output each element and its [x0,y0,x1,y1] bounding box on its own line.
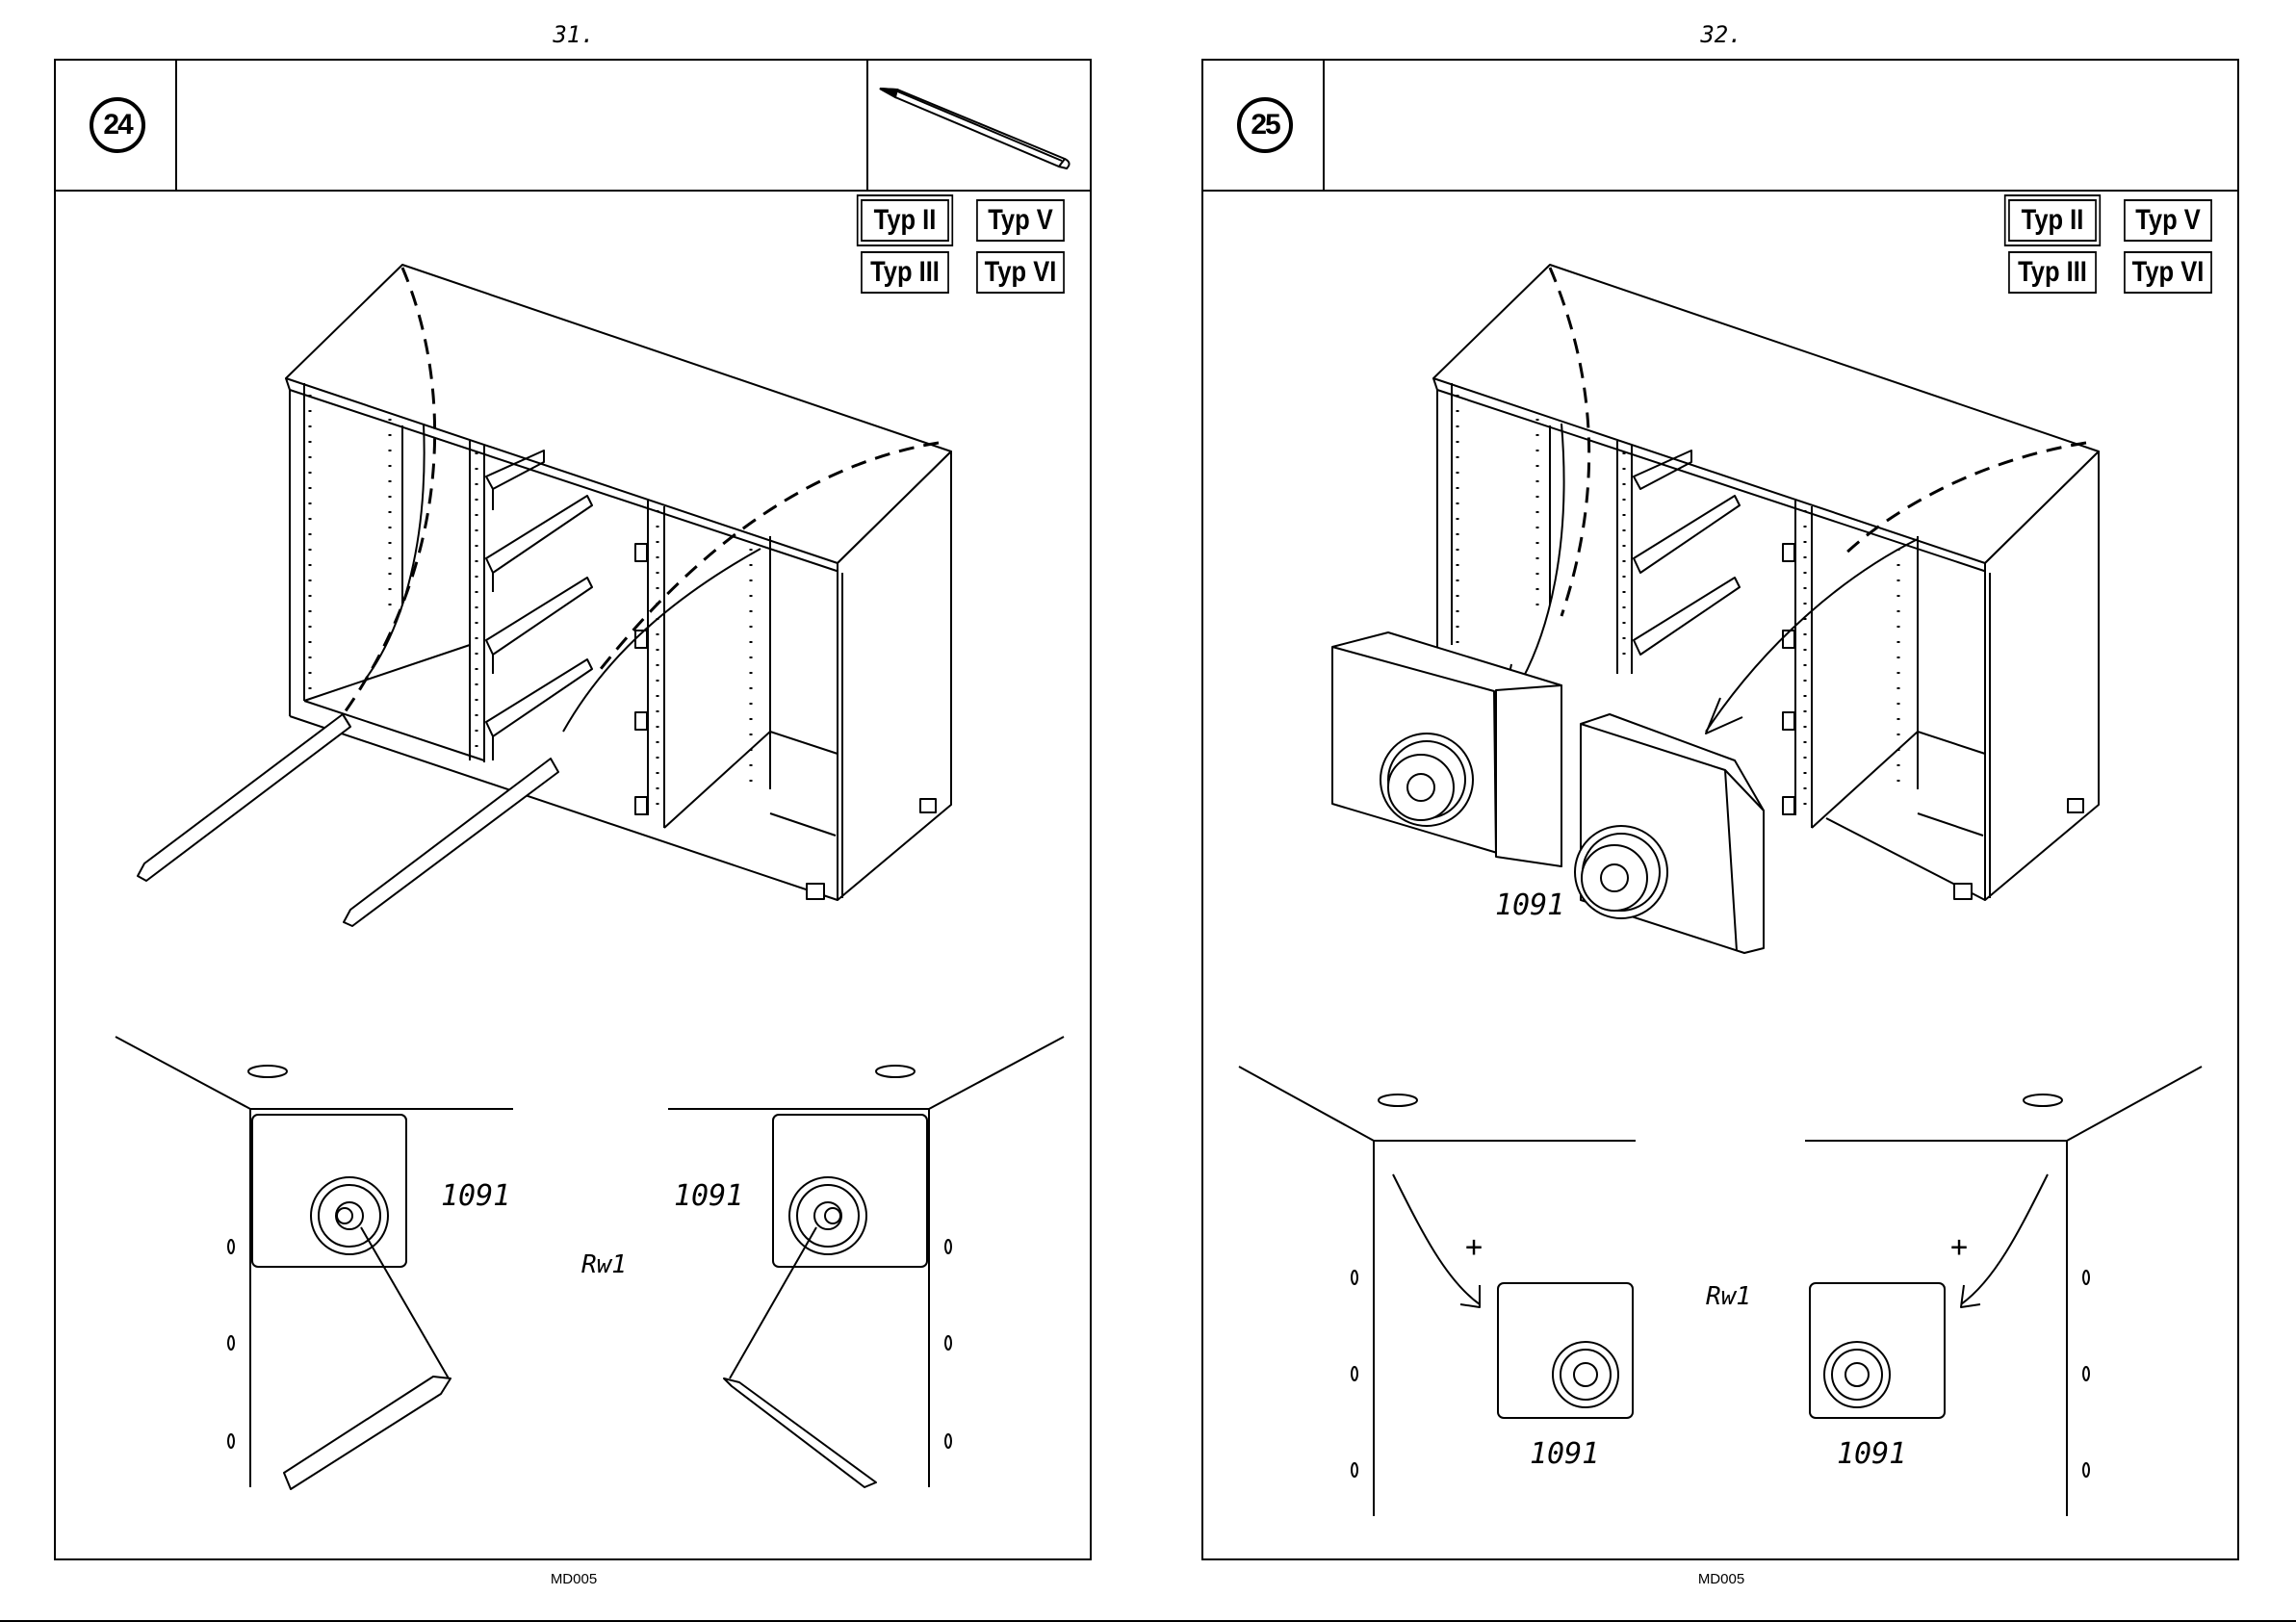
door-panel-left [1332,632,1561,866]
assembly-illustration-24: 1091 1091 Rw1 [0,0,1148,1622]
plus-sign: + [1950,1230,1968,1264]
footer-code: MD005 [1148,1571,2295,1587]
cabinet-drawing [286,265,951,900]
part-label: 1091 [1495,888,1564,922]
assembly-illustration-25: 1091 1091 1091 Rw1 + + [1148,0,2295,1622]
part-label: 1091 [674,1179,743,1213]
part-label: 1091 [1530,1437,1599,1471]
instruction-page-31: 31. 24 Typ II Typ V Typ III Ty [0,0,1148,1622]
detail-view-left [116,1037,513,1487]
rail-label: Rw1 [581,1250,627,1279]
instruction-page-32: 32. 25 Typ II Typ V Typ III Typ VI [1148,0,2295,1622]
door-panel-right [1575,714,1764,953]
pencil-drawing [138,714,558,926]
pencil-drawing [284,1377,876,1489]
detail-view-right [668,1037,1064,1487]
footer-code: MD005 [0,1571,1148,1587]
plus-sign: + [1465,1230,1483,1264]
rail-label: Rw1 [1706,1282,1751,1311]
drawer-rails [486,451,647,814]
part-label: 1091 [1837,1437,1906,1471]
part-label: 1091 [441,1179,510,1213]
